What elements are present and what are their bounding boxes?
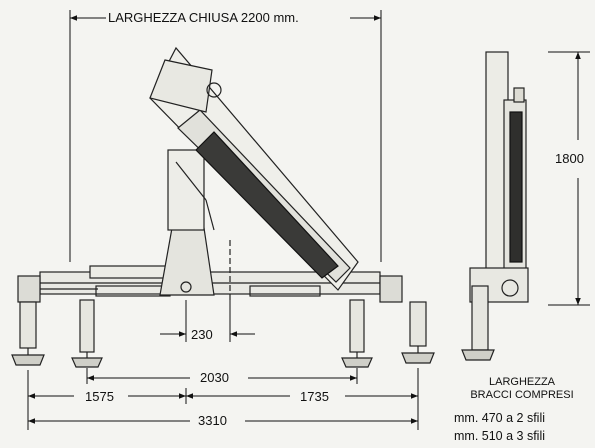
- left-span-label: 1575: [85, 389, 114, 404]
- note-line-1: LARGHEZZA: [488, 376, 555, 388]
- inner-span-dimension: [86, 368, 358, 384]
- height-label: 1800: [555, 151, 584, 166]
- column-offset-dimension: [160, 300, 255, 342]
- column-offset-label: 230: [191, 327, 213, 342]
- crane-side-view: [11, 46, 435, 368]
- stabilizer-leg-left-inner: [71, 299, 103, 368]
- stabilizer-leg-right-inner: [341, 299, 373, 368]
- total-span-label: 3310: [198, 413, 227, 428]
- note-line-2: BRACCI COMPRESI: [470, 389, 574, 401]
- inner-span-label: 2030: [200, 370, 229, 385]
- stabilizer-leg-left-outer: [11, 301, 45, 366]
- crane-front-view: [461, 51, 529, 361]
- left-right-span-dimension: [27, 368, 419, 430]
- height-dimension: [548, 51, 590, 306]
- option-2-extensions: mm. 470 a 2 sfili: [454, 411, 546, 425]
- arm-width-note: LARGHEZZA BRACCI COMPRESI: [452, 376, 592, 402]
- closed-width-dimension: [69, 10, 382, 262]
- stabilizer-leg-right-outer: [401, 301, 435, 364]
- right-span-label: 1735: [300, 389, 329, 404]
- option-3-extensions: mm. 510 a 3 sfili: [454, 429, 546, 443]
- closed-width-label: LARGHEZZA CHIUSA 2200 mm.: [108, 10, 299, 25]
